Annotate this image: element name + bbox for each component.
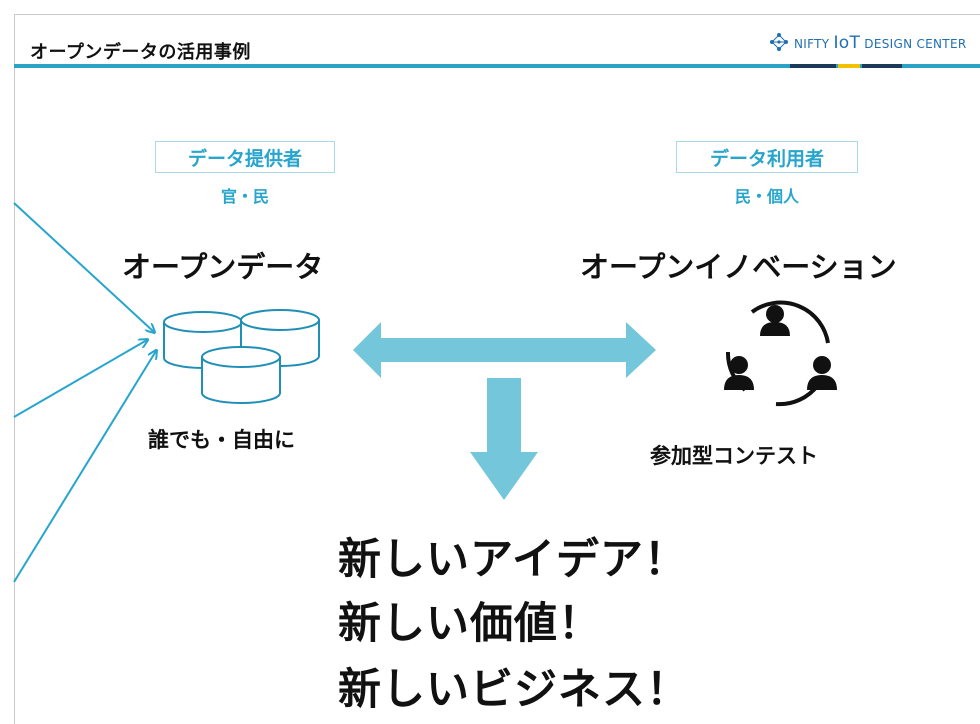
brand-logo: NIFTY IoT DESIGN CENTER xyxy=(768,32,966,54)
provider-title: オープンデータ xyxy=(122,250,324,284)
community-icon xyxy=(724,300,837,407)
rule-segment-yellow xyxy=(838,64,860,68)
rule-segment-dark xyxy=(790,64,836,68)
brand-prefix: NIFTY xyxy=(794,37,834,51)
incoming-line-1 xyxy=(13,202,154,332)
brand-iot: IoT xyxy=(833,33,861,53)
incoming-line-2 xyxy=(13,340,147,418)
down-arrow-icon xyxy=(470,378,538,500)
provider-role-label: データ提供者 xyxy=(187,147,302,170)
user-title: オープンイノベーション xyxy=(580,250,897,284)
incoming-line-3 xyxy=(13,351,156,583)
user-role-sub: 民・個人 xyxy=(734,187,799,206)
slide-frame xyxy=(14,14,980,724)
slide-title: オープンデータの活用事例 xyxy=(30,42,251,63)
user-role-label: データ利用者 xyxy=(709,147,824,170)
provider-caption: 誰でも・自由に xyxy=(148,428,295,452)
user-role-box: データ利用者 xyxy=(676,141,858,173)
brand-suffix: DESIGN CENTER xyxy=(860,37,967,51)
header-rule xyxy=(14,64,980,68)
rule-segment-dark2 xyxy=(862,64,902,68)
network-logo-icon xyxy=(770,33,788,51)
outcome-line-3: 新しいビジネス！ xyxy=(338,665,690,715)
double-arrow-icon xyxy=(353,322,656,378)
incoming-lines xyxy=(13,202,156,583)
outcome-line-1: 新しいアイデア！ xyxy=(338,535,688,585)
outcome-line-2: 新しい価値！ xyxy=(338,599,602,649)
database-icon xyxy=(163,309,320,404)
user-caption: 参加型コンテスト xyxy=(650,444,818,468)
provider-role-box: データ提供者 xyxy=(155,141,335,173)
provider-role-sub: 官・民 xyxy=(220,187,269,206)
